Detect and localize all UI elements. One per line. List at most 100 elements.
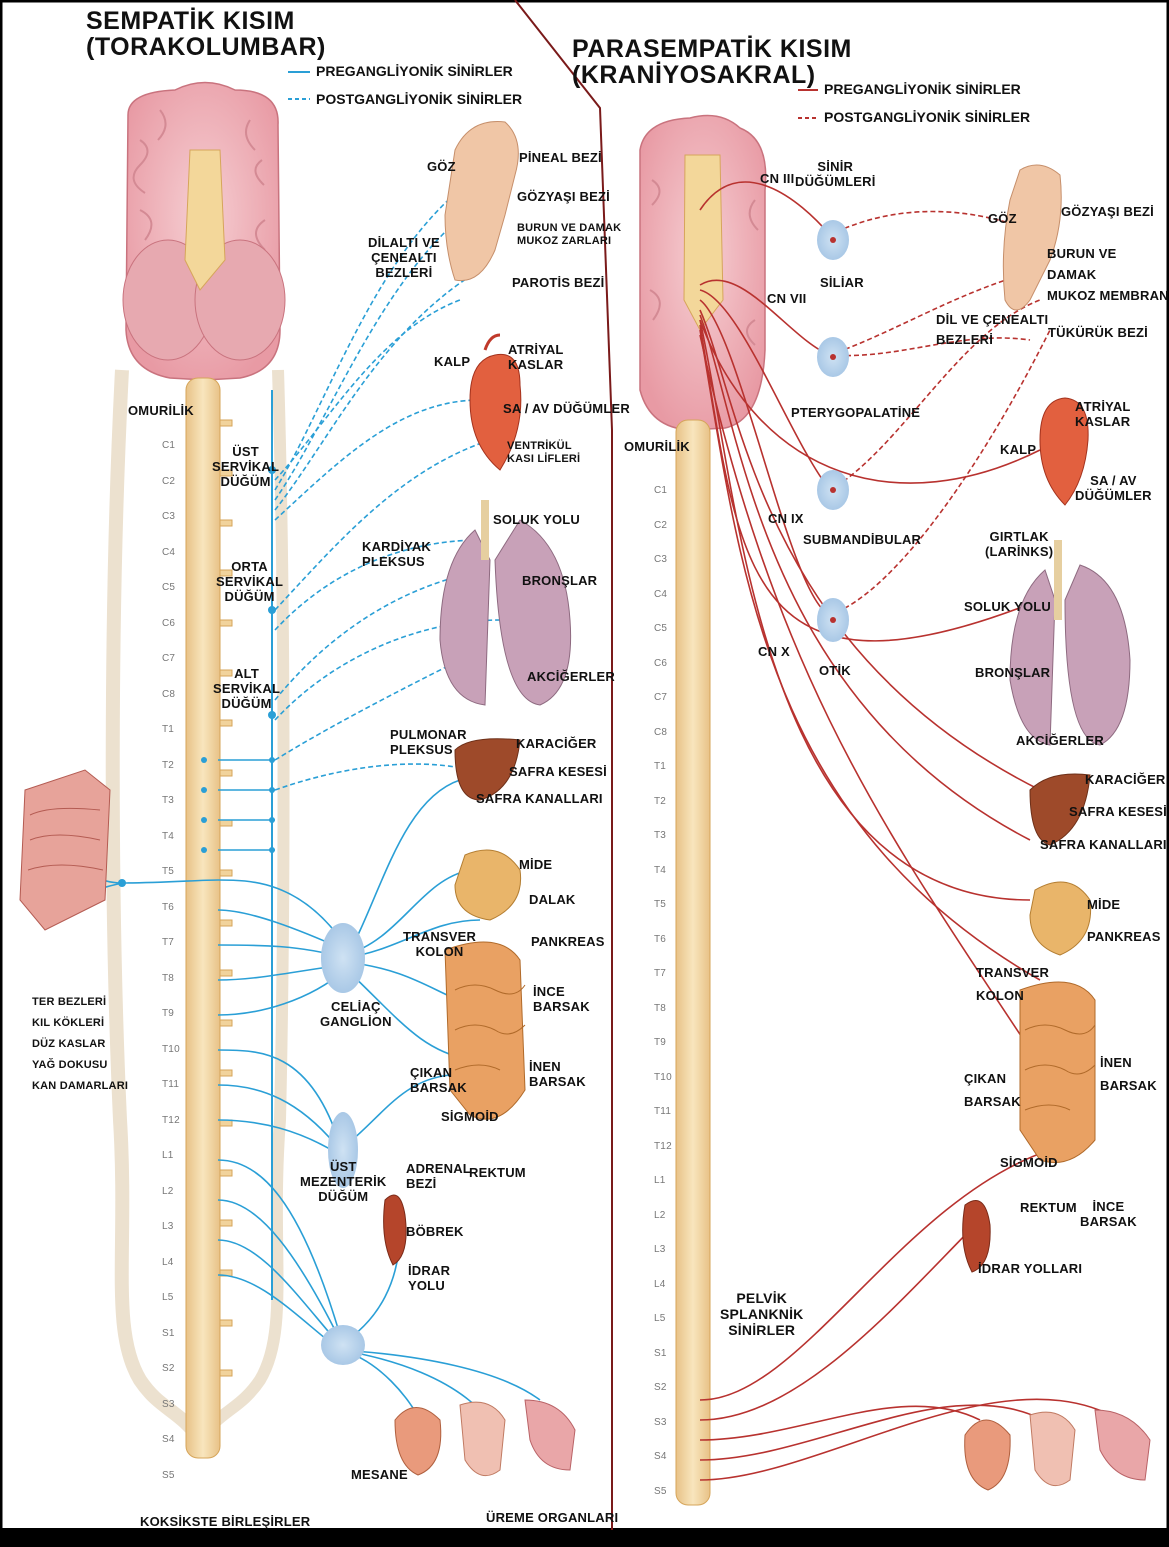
- sa-av-label-right: SA / AV DÜĞÜMLER: [1075, 474, 1152, 504]
- idrar-yolu-label: İDRAR YOLU: [408, 1264, 450, 1294]
- vertebra-label-c2: C2: [162, 476, 175, 488]
- parotis-label: PAROTİS BEZİ: [512, 276, 604, 291]
- cn7-label: CN VII: [767, 292, 806, 307]
- vertebra-label-t10: T10: [162, 1044, 180, 1056]
- vertebra-label-t12: T12: [162, 1115, 180, 1127]
- vertebra-label-t5: T5: [162, 866, 174, 878]
- bronslar-label-left: BRONŞLAR: [522, 574, 597, 589]
- vertebra-label-c5: C5: [654, 623, 667, 635]
- burun-label-left: BURUN VE DAMAK MUKOZ ZARLARI: [517, 222, 621, 247]
- sinir-dugumleri-label: SİNİR DÜĞÜMLERİ: [795, 160, 876, 190]
- soluk-yolu-label-right: SOLUK YOLU: [964, 600, 1051, 615]
- rectum-right: [1030, 1412, 1075, 1485]
- celiac-ganglion-label: CELİAÇ GANGLİON: [320, 1000, 392, 1030]
- inen-label-right: İNEN BARSAK: [1100, 1052, 1157, 1098]
- vertebra-label-c3: C3: [162, 511, 175, 523]
- atriyal-label-right: ATRİYAL KASLAR: [1075, 400, 1131, 430]
- repro-right: [1095, 1410, 1150, 1480]
- goz-label-left: GÖZ: [427, 160, 456, 175]
- otik-label: OTİK: [819, 664, 851, 679]
- idrar-yollari-label: İDRAR YOLLARI: [978, 1262, 1082, 1277]
- parasympathetic-brain: [640, 116, 766, 430]
- vertebra-label-t8: T8: [162, 973, 174, 985]
- submandibular-label: SUBMANDİBULAR: [803, 533, 921, 548]
- kardiyak-pleksus-label: KARDİYAK PLEKSUS: [362, 540, 431, 570]
- vertebra-label-s2: S2: [162, 1363, 175, 1375]
- sigmoid-label-left: SİGMOİD: [441, 1110, 499, 1125]
- akcigerler-label-right: AKCİĞERLER: [1016, 734, 1104, 749]
- vertebra-label-l1: L1: [654, 1175, 666, 1187]
- vertebra-label-c2: C2: [654, 520, 667, 532]
- mide-label-right: MİDE: [1087, 898, 1120, 913]
- vertebra-label-t6: T6: [654, 934, 666, 946]
- head-left: [445, 122, 518, 281]
- mesane-label: MESANE: [351, 1468, 408, 1483]
- orta-servikal-label: ORTA SERVİKAL DÜĞÜM: [216, 560, 283, 605]
- vertebra-label-c1: C1: [162, 440, 175, 452]
- bottom-bar: [0, 1528, 1169, 1547]
- vertebra-label-s1: S1: [162, 1328, 175, 1340]
- kalp-label-right: KALP: [1000, 443, 1036, 458]
- vertebra-label-c4: C4: [162, 547, 175, 559]
- vertebra-label-s3: S3: [654, 1417, 667, 1429]
- ince-label-right: İNCE BARSAK: [1080, 1200, 1137, 1230]
- vertebra-label-c7: C7: [162, 653, 175, 665]
- vertebra-label-l3: L3: [654, 1244, 666, 1256]
- vertebra-label-c8: C8: [654, 727, 667, 739]
- vertebra-label-l3: L3: [162, 1221, 174, 1233]
- spinal-cord-right: [676, 420, 710, 1505]
- omurilik-label-right: OMURİLİK: [624, 440, 690, 455]
- gozyasi-label-left: GÖZYAŞI BEZİ: [517, 190, 610, 205]
- pineal-label: PİNEAL BEZİ: [519, 151, 602, 166]
- celiac-ganglion-shape: [321, 923, 365, 993]
- vertebra-label-s3: S3: [162, 1399, 175, 1411]
- bronslar-label-right: BRONŞLAR: [975, 666, 1050, 681]
- vertebra-label-l5: L5: [162, 1292, 174, 1304]
- vertebra-label-t1: T1: [162, 724, 174, 736]
- cn3-label: CN III: [760, 172, 794, 187]
- vertebra-label-c6: C6: [654, 658, 667, 670]
- vertebra-label-t2: T2: [162, 760, 174, 772]
- vertebra-label-s5: S5: [162, 1470, 175, 1482]
- safra-kanallari-label-right: SAFRA KANALLARI: [1040, 838, 1167, 853]
- vertebra-label-t9: T9: [654, 1037, 666, 1049]
- safra-kesesi-label-left: SAFRA KESESİ: [509, 765, 607, 780]
- pterygopalatine-label: PTERYGOPALATİNE: [791, 406, 920, 421]
- rektum-label-left: REKTUM: [469, 1166, 526, 1181]
- vertebra-label-l1: L1: [162, 1150, 174, 1162]
- vertebra-label-t4: T4: [654, 865, 666, 877]
- koksiks-label: KOKSİKSTE BİRLEŞİRLER: [140, 1515, 310, 1530]
- parasympathetic-title: PARASEMPATİK KISIM (KRANİYOSAKRAL): [572, 36, 852, 89]
- cikan-label-left: ÇIKAN BARSAK: [410, 1066, 467, 1096]
- rektum-label-right: REKTUM: [1020, 1201, 1077, 1216]
- girtlak-label: GIRTLAK (LARİNKS): [985, 530, 1053, 560]
- vertebra-label-l4: L4: [162, 1257, 174, 1269]
- vertebra-label-l2: L2: [654, 1210, 666, 1222]
- omurilik-label-left: OMURİLİK: [128, 404, 194, 419]
- mide-label-left: MİDE: [519, 858, 552, 873]
- vertebra-label-t11: T11: [162, 1079, 179, 1091]
- ust-servikal-label: ÜST SERVİKAL DÜĞÜM: [212, 445, 279, 490]
- akcigerler-label-left: AKCİĞERLER: [527, 670, 615, 685]
- vertebra-label-t6: T6: [162, 902, 174, 914]
- atriyal-label-left: ATRİYAL KASLAR: [508, 343, 564, 373]
- karaciger-label-left: KARACİĞER: [516, 737, 597, 752]
- sympathetic-brain: [123, 83, 285, 381]
- vertebra-label-t9: T9: [162, 1008, 174, 1020]
- dilalti-label: DİLALTI VE ÇENEALTI BEZLERİ: [368, 236, 440, 281]
- dalak-label: DALAK: [529, 893, 576, 908]
- rectum-left: [460, 1402, 505, 1475]
- vertebra-label-c5: C5: [162, 582, 175, 594]
- vertebra-label-t7: T7: [162, 937, 174, 949]
- ventrikul-label: VENTRİKÜL KASI LİFLERİ: [507, 440, 580, 465]
- siliar-label: SİLİAR: [820, 276, 864, 291]
- bladder-left: [395, 1408, 441, 1476]
- gut-right: [1020, 882, 1095, 1163]
- pulmonar-pleksus-label: PULMONAR PLEKSUS: [390, 728, 467, 758]
- ust-mezenterik-label: ÜST MEZENTERİK DÜĞÜM: [300, 1160, 387, 1205]
- safra-kesesi-label-right: SAFRA KESESİ: [1069, 805, 1167, 820]
- vertebra-label-t10: T10: [654, 1072, 672, 1084]
- goz-label-right: GÖZ: [988, 212, 1017, 227]
- tukuruk-label: TÜKÜRÜK BEZİ: [1048, 326, 1148, 341]
